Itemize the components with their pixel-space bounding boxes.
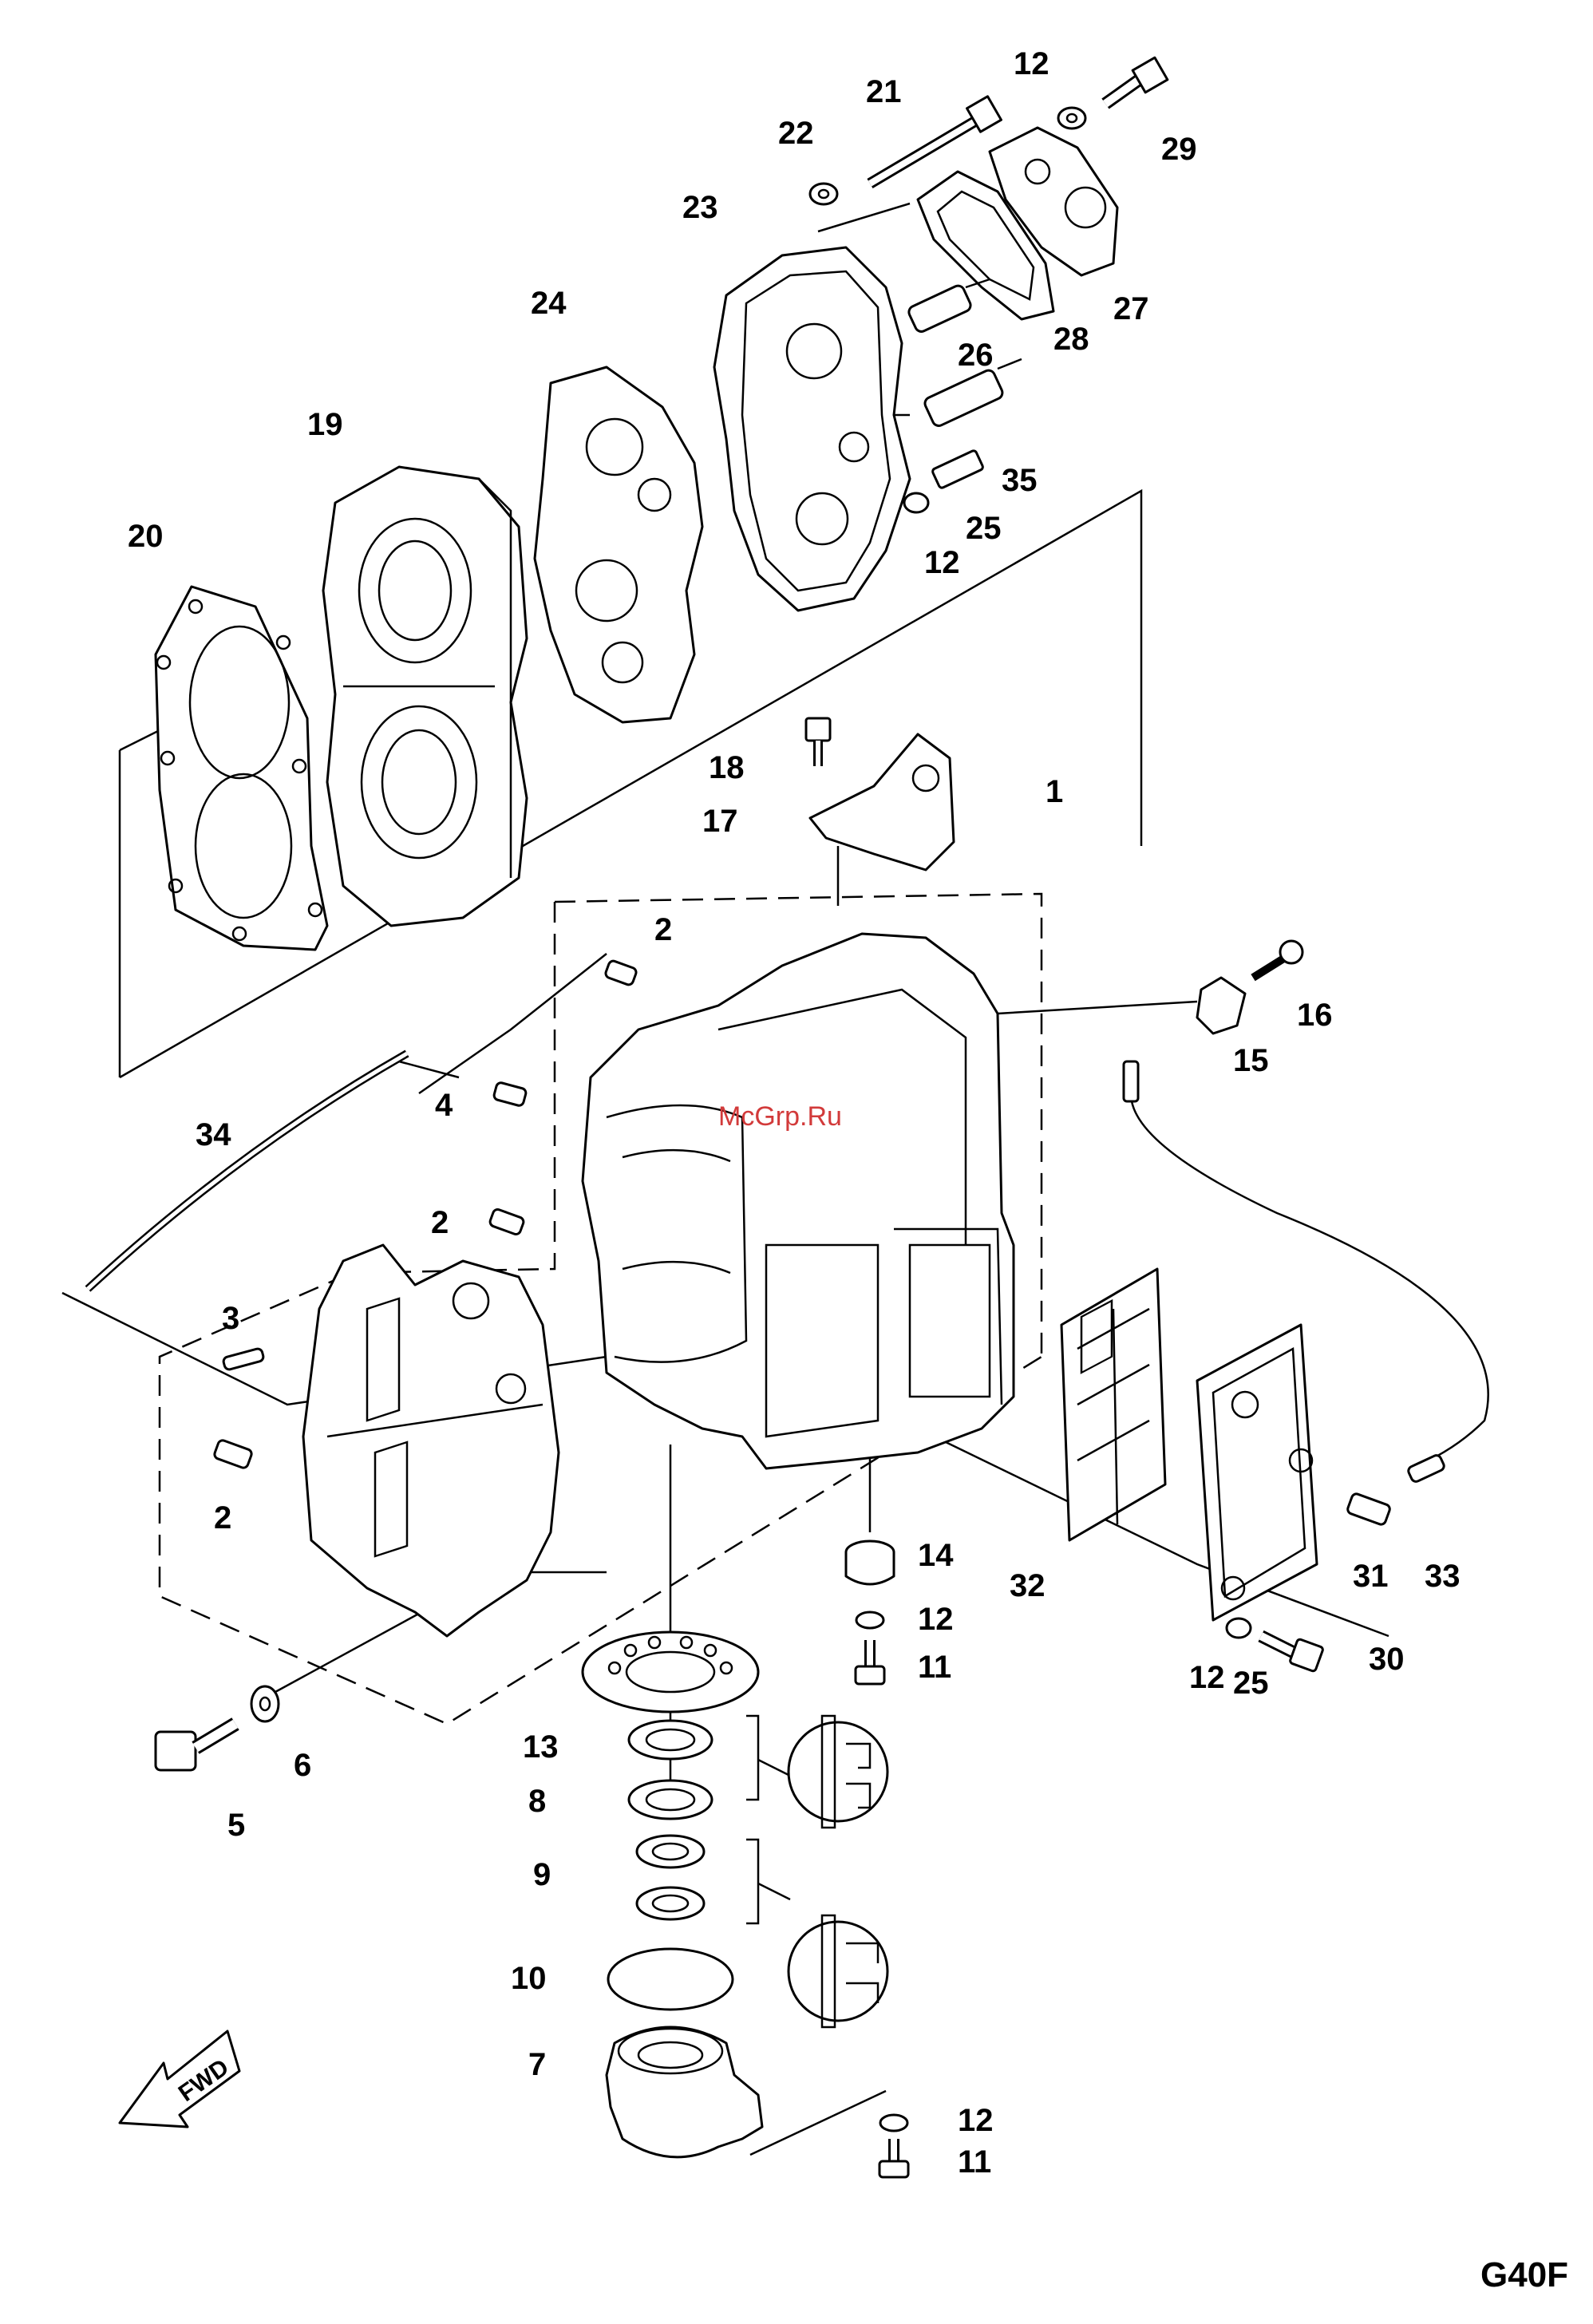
part-5-bolt [156,1724,235,1770]
part-12-washer-center [856,1612,883,1628]
callout-2c: 2 [214,1500,231,1536]
callout-25b: 25 [1233,1666,1269,1701]
part-24-gasket [535,367,702,722]
callout-14: 14 [918,1538,954,1573]
callout-9: 9 [533,1857,551,1892]
callout-2a: 2 [654,912,672,947]
part-2-dowel-pin-upper [604,960,637,986]
callout-30: 30 [1369,1642,1405,1677]
callout-5: 5 [227,1808,245,1843]
part-16-screw [1253,941,1302,978]
part-25-bolt-lower [1261,1636,1323,1672]
callout-23: 23 [682,190,718,225]
part-30-exhaust-cover [1197,1325,1317,1620]
seal-detail-inset [746,1716,887,1828]
part-29-bolt [1105,57,1168,104]
part-21-long-bolt [870,97,1001,184]
part-3-pin [223,1348,264,1370]
callout-16: 16 [1297,998,1333,1033]
callout-1: 1 [1046,774,1063,809]
part-4-dowel-pin [493,1081,527,1106]
part-11-bolt-lower [880,2139,908,2177]
figure-code: G40F [1480,2255,1568,2294]
callout-25a: 25 [966,511,1002,546]
part-14-grommet [846,1541,894,1584]
callout-4: 4 [435,1088,453,1123]
callout-11a: 11 [918,1650,951,1685]
part-25-bolt-upper [931,450,983,489]
part-19-cylinder-head [323,467,527,926]
part-12-washer-mid [904,493,928,512]
callout-34: 34 [196,1117,231,1152]
callout-35: 35 [1002,463,1038,498]
part-11-bolt-center [856,1640,884,1684]
part-8-oil-seal-upper [629,1721,712,1759]
callout-12d: 12 [1189,1660,1225,1695]
callout-27: 27 [1113,291,1149,326]
callout-17: 17 [702,804,738,839]
callout-31: 31 [1353,1559,1389,1594]
callout-3: 3 [222,1301,239,1336]
part-22-washer [810,184,837,204]
callout-29: 29 [1161,132,1197,167]
callout-7: 7 [528,2047,546,2082]
part-32-cover-gasket [1061,1269,1165,1540]
callout-11b: 11 [958,2144,991,2180]
callout-33: 33 [1425,1559,1461,1594]
part-8-oil-seal-lower [629,1781,712,1819]
callout-8: 8 [528,1784,546,1819]
callout-12c: 12 [918,1602,954,1637]
part-10-o-ring [608,1949,733,2010]
part-23-head-cover [714,247,910,611]
callout-32: 32 [1010,1568,1046,1603]
callout-12b: 12 [924,545,960,580]
callout-26: 26 [958,338,994,373]
part-18-bolt [806,718,830,766]
callout-12a: 12 [1014,46,1049,81]
part-2-dowel-pin-lower [213,1439,253,1469]
part-6-washer [251,1686,279,1721]
part-13-plate [583,1632,758,1712]
part-12-washer-lower [880,2115,907,2131]
callout-28: 28 [1053,322,1089,357]
callout-12e: 12 [958,2103,994,2138]
part-2-dowel-pin-middle [488,1208,524,1235]
part-12-washer-top [1058,108,1085,128]
callout-20: 20 [128,519,164,554]
forward-direction-arrow: FWD [120,2031,239,2127]
callout-21: 21 [866,74,902,109]
bearing-detail-inset [746,1840,887,2027]
callout-13: 13 [523,1729,559,1765]
callout-19: 19 [307,407,343,442]
callout-6: 6 [294,1748,311,1783]
callout-2b: 2 [431,1205,449,1240]
part-1-cylinder-block [583,934,1014,1468]
part-7-bearing-housing [607,2027,762,2157]
callout-24: 24 [531,286,567,321]
part-17-bracket [810,734,954,870]
callout-10: 10 [511,1961,547,1996]
part-12-washer-cover [1227,1618,1251,1638]
part-31-fitting [1346,1492,1391,1526]
callout-22: 22 [778,116,814,151]
crankcase-cover [303,1245,559,1636]
part-9-bearing-upper [637,1836,704,1868]
part-15-connector [1197,978,1245,1034]
callout-18: 18 [709,750,745,785]
part-9-bearing-lower [637,1887,704,1919]
callout-15: 15 [1233,1043,1269,1078]
watermark: McGrp.Ru [718,1101,842,1132]
part-26-sensor [907,279,990,334]
part-20-head-gasket [156,587,327,950]
